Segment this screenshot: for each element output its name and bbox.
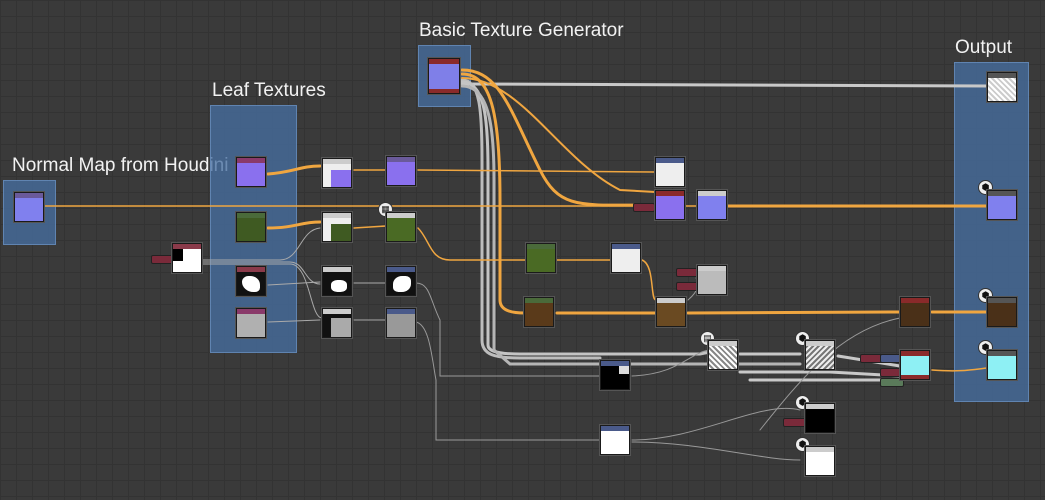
node-basic-texture-generator[interactable] <box>428 58 460 94</box>
node-transform-4[interactable] <box>386 308 416 338</box>
node-white-output[interactable] <box>805 446 835 476</box>
node-leaf-normal[interactable] <box>236 157 266 187</box>
node-leaf-color[interactable] <box>236 212 266 242</box>
node-output-roughness[interactable] <box>987 72 1017 102</box>
frame-title-leaf-textures: Leaf Textures <box>212 80 326 101</box>
node-transform-1[interactable] <box>386 156 416 186</box>
param-tab[interactable] <box>783 418 807 427</box>
node-blend-4[interactable] <box>322 308 352 338</box>
node-gray-blend[interactable] <box>697 265 727 295</box>
node-black-mask[interactable] <box>600 360 630 390</box>
node-noise-2[interactable] <box>805 340 835 370</box>
node-noise-1[interactable] <box>708 340 738 370</box>
node-basecolor-blend[interactable] <box>656 297 686 327</box>
frame-title-normal-map: Normal Map from Houdini <box>12 155 229 176</box>
node-normal-combine[interactable] <box>697 190 727 220</box>
node-dirt-output-blend[interactable] <box>900 297 930 327</box>
node-transform-3[interactable] <box>386 266 416 296</box>
node-leaf-roughness[interactable] <box>236 308 266 338</box>
node-transform-2[interactable] <box>386 212 416 242</box>
node-white-mask[interactable] <box>611 243 641 273</box>
param-tab[interactable] <box>880 378 904 387</box>
node-dirt-color[interactable] <box>524 297 554 327</box>
node-output-cyan[interactable] <box>987 350 1017 380</box>
node-cyan-blend[interactable] <box>900 350 930 380</box>
node-normal-input[interactable] <box>14 192 44 222</box>
node-output-normal[interactable] <box>987 190 1017 220</box>
node-white-source[interactable] <box>600 425 630 455</box>
param-tab[interactable] <box>633 203 655 212</box>
node-black-output[interactable] <box>805 403 835 433</box>
node-leaf-mask[interactable] <box>236 266 266 296</box>
node-grass-color[interactable] <box>526 243 556 273</box>
frame-title-output: Output <box>955 37 1013 58</box>
node-output-basecolor[interactable] <box>987 297 1017 327</box>
node-mask-source[interactable] <box>172 243 202 273</box>
node-normal-blend-b[interactable] <box>655 190 685 220</box>
node-blend-1[interactable] <box>322 158 352 188</box>
node-blend-3[interactable] <box>322 266 352 296</box>
frame-title-basic-texture-generator: Basic Texture Generator <box>419 20 624 41</box>
node-blend-2[interactable] <box>322 212 352 242</box>
node-normal-blend-a[interactable] <box>655 157 685 187</box>
